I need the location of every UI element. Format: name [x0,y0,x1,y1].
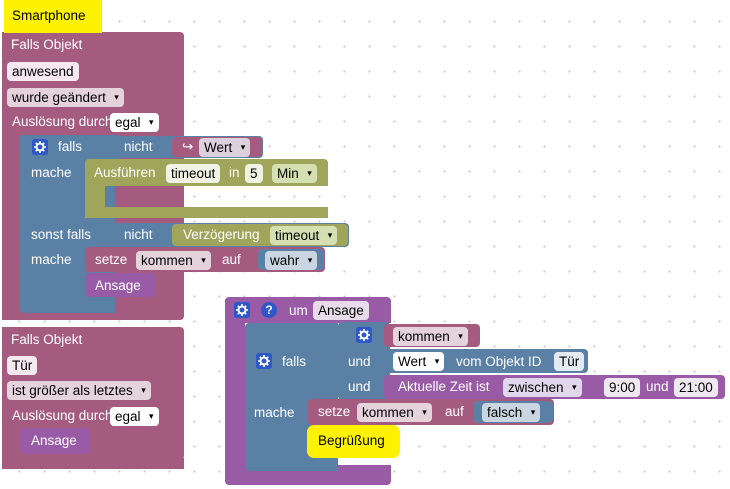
time-from-field[interactable]: 9:00 [604,378,641,397]
delay-timeout-dropdown[interactable]: timeout ▾ [270,226,338,245]
chevron-down-icon: ▾ [141,385,146,395]
auf-label-2: auf [445,404,464,419]
trigger-value: egal [115,115,141,130]
chevron-down-icon: ▾ [434,356,440,366]
gear-icon[interactable] [256,353,272,369]
call-ansage-label-2: Ansage [31,433,77,448]
return-arrow-icon: ↪ [182,139,194,154]
condition-dropdown[interactable]: wurde geändert ▾ [7,88,124,107]
function-name-field[interactable]: Ansage [313,301,369,320]
func-mache-label: mache [254,405,295,420]
timeout-name-field[interactable]: timeout [166,164,221,183]
trigger-value-2: egal [115,409,141,424]
event-block-title-bar[interactable] [4,0,102,33]
chevron-down-icon: ▾ [530,407,536,417]
wert-label: Wert [204,140,233,155]
chevron-down-icon: ▾ [422,407,427,417]
chevron-down-icon: ▾ [572,382,577,392]
call-ansage-label: Ansage [95,278,141,293]
variable-dropdown-2[interactable]: kommen ▾ [357,403,432,422]
variable-dropdown[interactable]: kommen ▾ [136,251,211,270]
kommen-getter-dropdown[interactable]: kommen ▾ [393,327,468,346]
delay-timeout-label: timeout [275,228,320,243]
get-value-label: Wert [398,354,427,369]
boolean-dropdown[interactable]: wahr ▾ [265,251,318,270]
object-field-anwesend[interactable]: anwesend [7,62,79,81]
gear-icon[interactable] [234,302,250,318]
call-ansage-block[interactable] [85,273,155,297]
boolean-dropdown-2[interactable]: falsch ▾ [482,403,541,422]
time-mode-label: zwischen [508,380,564,395]
event-header-label: Falls Objekt [11,37,83,52]
time-mode-dropdown[interactable]: zwischen ▾ [503,378,582,397]
event2-header-label: Falls Objekt [11,332,83,347]
gear-icon[interactable] [356,327,372,343]
chevron-down-icon: ▾ [114,92,119,102]
variable-label: kommen [141,253,193,268]
condition-label: wurde geändert [12,90,106,105]
falls-label: falls [58,139,83,154]
chevron-down-icon: ▾ [458,331,463,341]
kommen-getter-label: kommen [398,329,450,344]
trigger-label-2: Auslösung durch [12,408,113,423]
setze-label-2: setze [318,404,351,419]
mache-label-2: mache [31,252,72,267]
time-to-field[interactable]: 21:00 [674,378,718,397]
um-label: um [289,303,308,318]
und-label-2: und [348,379,371,394]
trigger-label: Auslösung durch [12,114,113,129]
ausfuehren-label: Ausführen [94,165,156,180]
wert-dropdown[interactable]: Wert ▾ [199,138,251,157]
setze-label: setze [95,252,128,267]
delay-number-field[interactable]: 5 [245,164,263,183]
object-field-tuer[interactable]: Tür [7,356,38,375]
auf-label: auf [222,252,241,267]
chevron-down-icon: ▾ [307,168,312,178]
condition-dropdown-2[interactable]: ist größer als letztes ▾ [7,381,151,400]
timeout-block-arm[interactable] [85,185,105,209]
not-label: nicht [124,139,153,154]
trigger-dropdown[interactable]: egal ▾ [110,113,159,132]
get-value-dropdown[interactable]: Wert ▾ [393,352,445,371]
question-icon[interactable]: ? [261,302,277,318]
chevron-down-icon: ▾ [149,117,154,127]
trigger-dropdown-2[interactable]: egal ▾ [110,407,159,426]
unit-label: Min [277,166,299,181]
object-id-field[interactable]: Tür [554,352,585,371]
call-begruessung-highlight-fill [310,428,397,455]
call-ansage-block-2[interactable] [20,428,90,454]
delay-label: Verzögerung [183,227,260,242]
chevron-down-icon: ▾ [327,230,333,240]
event-title: Smartphone [12,8,86,23]
not-label-2: nicht [124,227,153,242]
gear-icon[interactable] [32,139,48,155]
object-id-label: vom Objekt ID [456,354,542,369]
else-if-label: sonst falls [31,227,92,242]
call-begruessung-label: Begrüßung [318,433,385,448]
chevron-down-icon: ▾ [307,255,313,265]
und-label-3: und [646,379,669,394]
func-falls-label: falls [282,354,307,369]
boolean-label-2: falsch [487,405,523,420]
unit-dropdown[interactable]: Min ▾ [272,164,317,183]
boolean-label: wahr [270,253,300,268]
mache-label: mache [31,165,72,180]
chevron-down-icon: ▾ [240,142,246,152]
timeout-block-footer[interactable] [85,207,328,218]
in-label: in [229,165,240,180]
und-label-1: und [348,354,371,369]
chevron-down-icon: ▾ [201,255,206,265]
function-block-arm[interactable] [225,320,245,465]
condition-label-2: ist größer als letztes [12,383,133,398]
current-time-label: Aktuelle Zeit ist [398,379,490,394]
variable-label-2: kommen [362,405,414,420]
chevron-down-icon: ▾ [149,411,154,421]
event-block-tuer-footer[interactable] [2,458,184,469]
